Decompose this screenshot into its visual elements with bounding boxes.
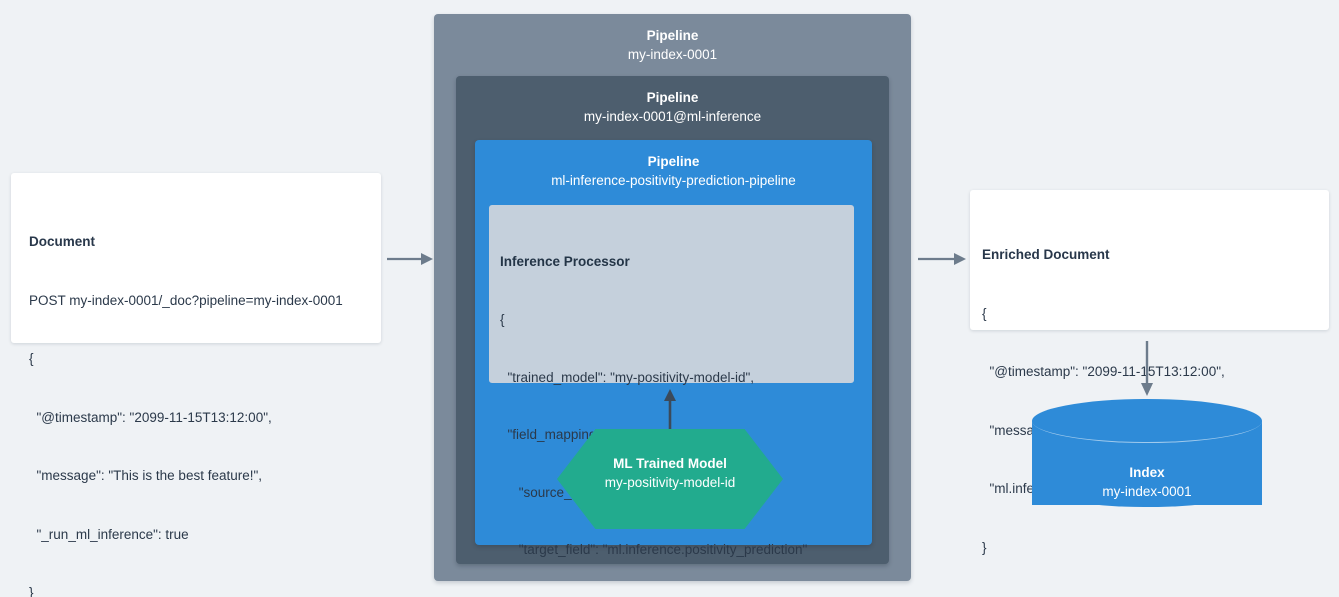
index-cylinder: Index my-index-0001 — [1032, 399, 1262, 527]
enriched-document-card: Enriched Document { "@timestamp": "2099-… — [970, 190, 1329, 555]
pipeline-outer-header: Pipeline my-index-0001 — [434, 14, 911, 65]
processor-line-4: "target_field": "ml.inference.positivity… — [500, 542, 808, 558]
enriched-document-card-title: Enriched Document — [982, 247, 1110, 262]
pipeline-middle-value: my-index-0001@ml-inference — [583, 109, 762, 124]
index-cylinder-caption: Index my-index-0001 — [1032, 463, 1262, 502]
pipeline-middle-header: Pipeline my-index-0001@ml-inference — [456, 76, 889, 127]
document-line-0: POST my-index-0001/_doc?pipeline=my-inde… — [29, 292, 343, 308]
arrow-ml-model-to-processor — [664, 389, 676, 435]
enriched-document-line-0: { — [982, 305, 987, 321]
document-line-2: "@timestamp": "2099-11-15T13:12:00", — [29, 409, 272, 425]
pipeline-inner-header: Pipeline ml-inference-positivity-predict… — [475, 140, 872, 191]
inference-processor-panel: Inference Processor { "trained_model": "… — [489, 205, 854, 557]
document-card: Document POST my-index-0001/_doc?pipelin… — [11, 173, 381, 597]
inference-processor-title: Inference Processor — [500, 254, 630, 270]
pipeline-outer: Pipeline my-index-0001 Pipeline my-index… — [434, 14, 911, 581]
document-line-3: "message": "This is the best feature!", — [29, 468, 263, 483]
document-card-title: Document — [29, 234, 96, 249]
index-label: Index — [1129, 465, 1165, 480]
arrow-enriched-document-to-index — [1141, 341, 1153, 396]
ml-trained-model-label: ML Trained Model — [613, 456, 727, 471]
document-line-1: { — [29, 351, 34, 366]
pipeline-middle: Pipeline my-index-0001@ml-inference Pipe… — [456, 76, 889, 564]
document-line-4: "_run_ml_inference": true — [29, 526, 189, 542]
enriched-document-line-1: "@timestamp": "2099-11-15T13:12:00", — [982, 364, 1225, 379]
pipeline-inner: Pipeline ml-inference-positivity-predict… — [475, 140, 872, 557]
pipeline-outer-label: Pipeline — [646, 28, 699, 43]
ml-trained-model-node: ML Trained Model my-positivity-model-id — [557, 429, 783, 529]
enriched-document-line-4: } — [982, 539, 987, 555]
document-line-5: } — [29, 585, 34, 597]
pipeline-inner-value: ml-inference-positivity-prediction-pipel… — [551, 173, 796, 188]
processor-line-1: "trained_model": "my-positivity-model-id… — [500, 369, 755, 385]
pipeline-middle-label: Pipeline — [646, 90, 699, 105]
index-cylinder-top — [1032, 399, 1262, 443]
pipeline-inner-label: Pipeline — [647, 154, 700, 169]
arrow-pipeline-to-enriched-document — [918, 253, 966, 265]
index-value: my-index-0001 — [1102, 484, 1192, 499]
arrow-document-to-pipeline — [387, 253, 433, 265]
ml-trained-model-value: my-positivity-model-id — [604, 475, 736, 490]
pipeline-outer-value: my-index-0001 — [627, 47, 718, 62]
processor-line-0: { — [500, 312, 505, 328]
